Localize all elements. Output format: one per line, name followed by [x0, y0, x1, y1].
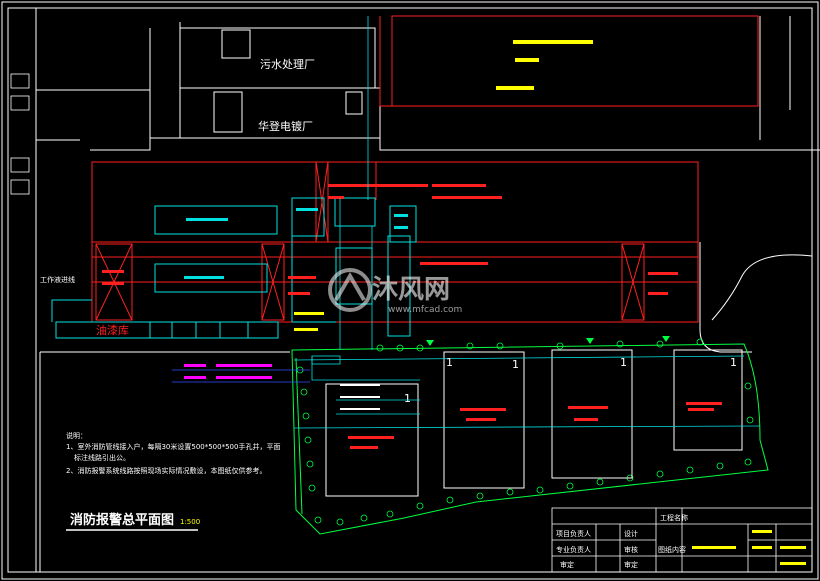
- title-block: [551, 507, 813, 573]
- sewage-plant-label: 污水处理厂: [260, 58, 315, 71]
- note-line-1: 1、室外消防管线接入户，每隔30米设置500*500*500手孔井，平面: [66, 442, 280, 451]
- tank-labels: [348, 402, 722, 449]
- note-line-3: 2、消防报警系统线路按照现场实际情况敷设，本图纸仅供参考。: [66, 466, 266, 475]
- alarm-cable: [311, 16, 420, 415]
- margin-labels: [10, 73, 30, 195]
- tank-number-2: 1: [512, 358, 519, 371]
- title-block-design: 设计: [624, 529, 638, 538]
- tank-number-3: 1: [620, 356, 627, 369]
- top-right-notes: [496, 40, 593, 90]
- title-block-project-label: 工程名称: [660, 513, 688, 522]
- title-block-content-label: 图纸内容: [658, 545, 686, 554]
- workshop-red-notes: [102, 184, 678, 295]
- title-block-pm: 项目负责人: [556, 529, 591, 538]
- alarm-cable-labels: [340, 384, 380, 410]
- magenta-legends: [172, 364, 310, 383]
- watermark: [328, 268, 372, 312]
- electroplating-plant-label: 华登电镀厂: [258, 119, 313, 133]
- drawing-scale: 1:500: [180, 518, 200, 526]
- title-block-approve-2: 审定: [624, 560, 638, 569]
- drawing-title: 消防报警总平面图: [70, 512, 174, 528]
- tank-number-4: 1: [730, 356, 737, 369]
- tank-number-1: 1: [404, 392, 411, 405]
- road-outline: [39, 16, 813, 572]
- watermark-url: www.mfcad.com: [388, 305, 462, 315]
- inner-frame: [7, 7, 813, 573]
- entry-label: 工作液进线: [40, 275, 75, 284]
- yellow-marker-labels: [294, 312, 324, 331]
- tank-farm-boundary: [291, 343, 769, 535]
- cyan-room-labels: [184, 208, 408, 279]
- tank-markers: [426, 336, 670, 346]
- watermark-text: 沐风网: [372, 275, 450, 305]
- tanks: [293, 349, 761, 497]
- title-block-review: 审核: [624, 545, 638, 554]
- oil-depot-label: 油漆库: [96, 323, 129, 337]
- title-block-discipline-lead: 专业负责人: [556, 545, 591, 554]
- title-block-approve: 审定: [560, 560, 574, 569]
- notes-title: 说明：: [66, 431, 87, 440]
- cyan-rooms: [51, 197, 417, 339]
- top-right-workshop: [379, 15, 759, 107]
- title-block-values: [692, 530, 806, 565]
- note-line-2: 标注线路引出公。: [74, 453, 130, 462]
- tank-number-5: 1: [446, 356, 453, 369]
- existing-buildings: [36, 22, 820, 151]
